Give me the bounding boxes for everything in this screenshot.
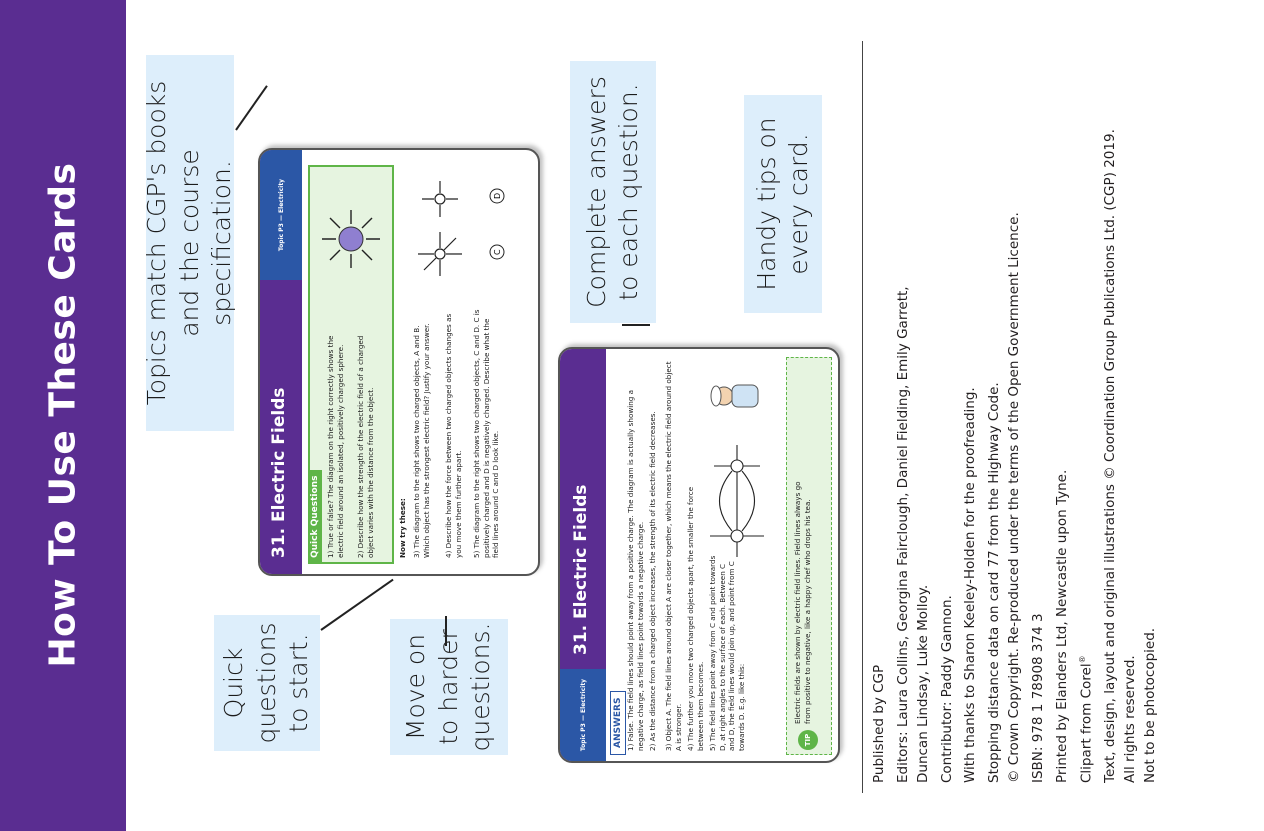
- answers-label: ANSWERS: [610, 690, 626, 755]
- answer-2: 2) As the distance from a charged object…: [648, 411, 657, 751]
- callout-harder: Move on to harder questions.: [390, 619, 508, 755]
- credit-isbn: ISBN: 978 1 78908 374 3: [1029, 613, 1046, 783]
- answer-card-topic: Topic P3 — Electricity: [560, 669, 606, 761]
- field-lines-cd-diagram: [710, 445, 764, 557]
- content-area: Topics match CGP's books and the course …: [126, 0, 1264, 831]
- quick-questions-label: Quick Questions: [308, 469, 322, 564]
- credit-thanks: With thanks to Sharon Keeley-Holden for …: [962, 387, 979, 783]
- credit-stopping: Stopping distance data on card 77 from t…: [986, 382, 1003, 783]
- answer-5: 5) The field lines point away from C and…: [708, 555, 747, 751]
- answer-1: 1) False. The field lines should point a…: [626, 389, 645, 751]
- answer-card-title: 31. Electric Fields: [571, 484, 591, 656]
- registered-mark: ®: [1077, 655, 1087, 664]
- credit-editors-1: Editors: Laura Collins, Georgina Fairclo…: [894, 286, 911, 783]
- question-2: 2) Describe how the strength of the elec…: [356, 335, 375, 558]
- answer-card: Topic P3 — Electricity 31. Electric Fiel…: [558, 347, 840, 763]
- question-card-topic: Topic P3 — Electricity: [260, 150, 302, 280]
- pointer-answers: [622, 324, 650, 326]
- charged-sphere-diagram: [322, 210, 380, 268]
- credit-text-design: Text, design, layout and original illust…: [1101, 129, 1118, 783]
- answer-card-header: Topic P3 — Electricity 31. Electric Fiel…: [560, 349, 606, 761]
- tip-box: TIP Electric fields are shown by electri…: [786, 357, 832, 755]
- callout-answers: Complete answers to each question.: [570, 61, 656, 323]
- callout-tips: Handy tips on every card.: [744, 95, 822, 313]
- pointer-quick: [320, 578, 394, 631]
- question-card: 31. Electric Fields Topic P3 — Electrici…: [258, 148, 540, 576]
- credit-photocopy: Not to be photocopied.: [1141, 627, 1158, 783]
- credit-editors-2: Duncan Lindsay, Luke Molloy.: [914, 584, 931, 783]
- credit-clipart: Clipart from Corel®: [1077, 129, 1095, 783]
- charged-objects-ab-diagram: [418, 181, 462, 276]
- question-1: 1) True or false? The diagram on the rig…: [326, 335, 345, 558]
- credit-rights: All rights reserved.: [1121, 655, 1138, 783]
- question-3: 3) The diagram to the right shows two ch…: [412, 323, 431, 558]
- chef-illustration-icon: [710, 384, 759, 408]
- svg-text:D: D: [493, 193, 502, 199]
- question-card-header: 31. Electric Fields Topic P3 — Electrici…: [260, 150, 302, 574]
- pointer-topics: [235, 85, 268, 131]
- pointer-harder: [445, 616, 447, 646]
- tip-text: Electric fields are shown by electric fi…: [793, 481, 812, 724]
- callout-quick: Quick questions to start.: [214, 615, 320, 751]
- credit-clipart-text: Clipart from Corel: [1078, 663, 1095, 783]
- credits-divider: [862, 41, 863, 793]
- now-try-label: Now try these:: [398, 498, 407, 558]
- charged-objects-cd-diagram: C D: [489, 188, 505, 260]
- credit-printed: Printed by Elanders Ltd, Newcastle upon …: [1053, 469, 1070, 783]
- question-card-title: 31. Electric Fields: [269, 387, 289, 559]
- page-title: How To Use These Cards: [42, 162, 84, 668]
- credit-contributor: Contributor: Paddy Gannon.: [938, 595, 955, 783]
- tip-label: TIP: [798, 730, 818, 750]
- question-5: 5) The diagram to the right shows two ch…: [472, 309, 501, 558]
- credit-crown: © Crown Copyright. Re-produced under the…: [1006, 212, 1023, 783]
- answer-3: 3) Object A. The field lines around obje…: [664, 361, 683, 751]
- callout-topics: Topics match CGP's books and the course …: [142, 55, 236, 431]
- credits: Published by CGP Editors: Laura Collins,…: [871, 129, 1158, 783]
- svg-text:C: C: [493, 249, 502, 255]
- credit-published: Published by CGP: [871, 664, 887, 783]
- title-band: How To Use These Cards: [0, 0, 126, 831]
- question-4: 4) Describe how the force between two ch…: [444, 313, 463, 558]
